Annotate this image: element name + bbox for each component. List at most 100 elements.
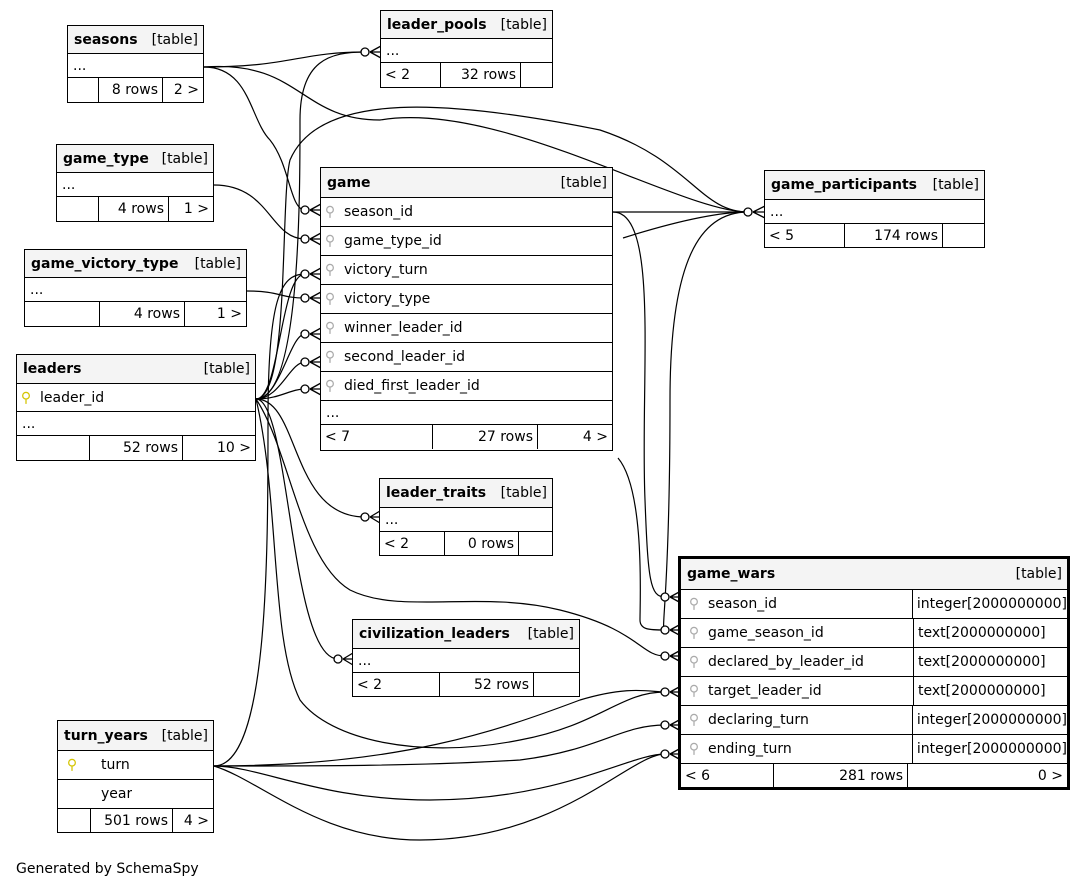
- table-row[interactable]: ⚲ second_leader_id: [321, 343, 612, 372]
- column-type: integer[2000000000]: [911, 590, 1067, 618]
- table-name: game: [327, 174, 371, 191]
- table-leader_traits[interactable]: leader_traits [table] ... < 2 0 rows: [379, 478, 553, 556]
- column-leader_id: leader_id: [40, 389, 105, 406]
- table-footer: < 5 174 rows: [765, 224, 984, 247]
- table-game_victory_type[interactable]: game_victory_type [table] ... 4 rows 1 >: [24, 249, 247, 327]
- table-row[interactable]: ⚲ declaring_turn integer[2000000000]: [681, 706, 1067, 735]
- edge-turn_years-game_wars-4: [213, 689, 666, 767]
- foot-children: 1 >: [183, 201, 209, 217]
- column-name: ending_turn: [708, 741, 792, 757]
- table-name: game_victory_type: [31, 255, 179, 272]
- table-name: leaders: [23, 361, 82, 377]
- table-game_type[interactable]: game_type [table] ... 4 rows 1 >: [56, 144, 214, 222]
- table-leader_pools[interactable]: leader_pools [table] ... < 2 32 rows: [380, 10, 553, 88]
- table-row[interactable]: ⚲ game_type_id: [321, 227, 612, 256]
- table-header: leader_traits [table]: [380, 479, 552, 508]
- table-row[interactable]: ⚲ season_id: [321, 198, 612, 227]
- table-row[interactable]: ⚲ target_leader_id text[2000000000]: [681, 677, 1067, 706]
- generated-by-footer: Generated by SchemaSpy: [16, 861, 199, 877]
- table-footer: 52 rows 10 >: [17, 436, 255, 460]
- table-row[interactable]: ⚲ declared_by_leader_id text[2000000000]: [681, 648, 1067, 677]
- table-name: leader_pools: [387, 16, 487, 33]
- ellipsis-row: ...: [770, 203, 784, 220]
- column-name: declaring_turn: [708, 712, 809, 728]
- foot-rows: 27 rows: [433, 425, 538, 449]
- table-row[interactable]: ⚲ victory_type: [321, 285, 612, 314]
- edge-leaders-game_participants: [255, 106, 749, 400]
- foot-children: 4 >: [183, 812, 209, 829]
- table-header: game_type [table]: [57, 145, 213, 173]
- table-tag: [table]: [560, 174, 607, 191]
- foreign-key-icon: ⚲: [688, 683, 700, 699]
- table-row[interactable]: ⚲ victory_turn: [321, 256, 612, 285]
- table-tag: [table]: [932, 177, 979, 193]
- foot-parents: < 2: [353, 673, 440, 696]
- table-header: game_participants [table]: [765, 171, 984, 200]
- column-type: integer[2000000000]: [911, 706, 1067, 734]
- table-game[interactable]: game [table] ⚲ season_id ⚲ game_type_id …: [320, 167, 613, 451]
- edge-game_type-game: [213, 184, 306, 240]
- column-name: winner_leader_id: [344, 320, 463, 336]
- foot-parents: < 6: [681, 764, 774, 787]
- table-header: leaders [table]: [17, 355, 255, 384]
- foot-children: 2 >: [173, 82, 199, 98]
- table-row[interactable]: ⚲ season_id integer[2000000000]: [681, 590, 1067, 619]
- table-row[interactable]: ⚲ died_first_leader_id: [321, 372, 612, 401]
- table-name: turn_years: [64, 727, 148, 744]
- table-row[interactable]: ⚲ leader_id: [17, 384, 255, 412]
- table-footer: 4 rows 1 >: [57, 197, 213, 221]
- foot-rows: 0 rows: [445, 532, 519, 555]
- table-row[interactable]: ⚲ game_season_id text[2000000000]: [681, 619, 1067, 648]
- column-name: declared_by_leader_id: [708, 654, 864, 670]
- column-name: victory_turn: [344, 262, 428, 278]
- table-name: leader_traits: [386, 485, 487, 501]
- table-row: ...: [765, 200, 984, 224]
- foot-rows: 52 rows: [90, 436, 183, 460]
- edge-participants-game_wars: [663, 211, 749, 631]
- foreign-key-icon: ⚲: [324, 262, 336, 278]
- foreign-key-icon: ⚲: [688, 712, 700, 728]
- edge-turn_years-game_wars-2: [213, 753, 666, 801]
- table-row: ...: [380, 508, 552, 532]
- table-footer: 8 rows 2 >: [68, 78, 203, 102]
- table-row[interactable]: ⚲ winner_leader_id: [321, 314, 612, 343]
- edge-turn_years-game_wars-1: [213, 724, 666, 767]
- ellipsis-row: ...: [62, 176, 76, 193]
- table-footer: 4 rows 1 >: [25, 302, 246, 326]
- table-game_wars[interactable]: game_wars [table] ⚲ season_id integer[20…: [678, 556, 1070, 790]
- table-footer: < 2 52 rows: [353, 673, 579, 696]
- table-header: game_wars [table]: [681, 559, 1067, 590]
- primary-key-icon: ⚲: [20, 389, 32, 406]
- table-footer: < 2 32 rows: [381, 63, 552, 87]
- column-name: game_season_id: [708, 625, 824, 641]
- foreign-key-icon: ⚲: [688, 596, 700, 612]
- foot-children: [943, 224, 984, 247]
- table-row[interactable]: ⚲ ending_turn integer[2000000000]: [681, 735, 1067, 764]
- ellipsis-row: ...: [326, 404, 340, 421]
- table-civilization_leaders[interactable]: civilization_leaders [table] ... < 2 52 …: [352, 619, 580, 697]
- ellipsis-row: ...: [30, 281, 44, 298]
- table-tag: [table]: [500, 485, 547, 501]
- table-seasons[interactable]: seasons [table] ... 8 rows 2 >: [67, 25, 204, 103]
- table-header: game [table]: [321, 168, 612, 198]
- foot-parents: [25, 302, 100, 326]
- foot-rows: 8 rows: [99, 78, 163, 102]
- foreign-key-icon: ⚲: [324, 320, 336, 336]
- table-turn_years[interactable]: turn_years [table] ⚲ turn year 501 rows …: [57, 720, 214, 833]
- table-leaders[interactable]: leaders [table] ⚲ leader_id ... 52 rows …: [16, 354, 256, 461]
- table-name: game_wars: [687, 566, 776, 582]
- edge-leaders-victory_turn: [255, 273, 306, 400]
- edge-turn_years-game: [213, 273, 306, 767]
- column-name: season_id: [708, 596, 777, 612]
- edge-turn_years-game_wars-3: [213, 753, 666, 841]
- foot-rows: 4 rows: [100, 302, 185, 326]
- edge-leaders-leader_pools: [255, 51, 366, 400]
- table-game_participants[interactable]: game_participants [table] ... < 5 174 ro…: [764, 170, 985, 248]
- table-tag: [table]: [500, 16, 547, 33]
- table-row[interactable]: ⚲ turn: [58, 751, 213, 780]
- foot-rows: 4 rows: [99, 197, 169, 221]
- table-row[interactable]: year: [58, 780, 213, 809]
- ellipsis-row: ...: [358, 652, 372, 669]
- table-footer: < 6 281 rows 0 >: [681, 764, 1067, 787]
- table-footer: < 2 0 rows: [380, 532, 552, 555]
